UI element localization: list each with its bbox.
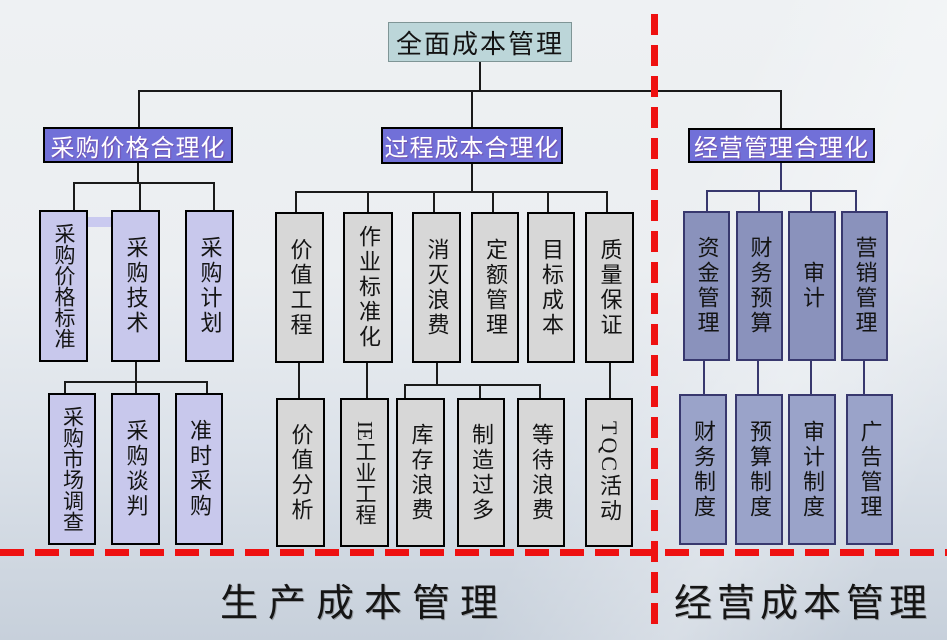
connector-line (780, 163, 782, 190)
connector-line (135, 362, 137, 381)
node-industrial-engineering: IE工业工程 (340, 398, 389, 547)
node-financial-budget: 财务预算 (736, 211, 783, 361)
node-overproduction-waste: 制造过多 (457, 398, 505, 547)
connector-line (367, 191, 369, 212)
highlight-strip (88, 217, 112, 227)
node-value-analysis: 价值分析 (276, 398, 325, 547)
connector-line (295, 191, 608, 193)
node-inventory-waste: 库存浪费 (396, 398, 445, 547)
connector-line (810, 190, 812, 211)
header-process-cost-rationalization: 过程成本合理化 (381, 127, 563, 164)
node-just-in-time-procurement: 准时采购 (175, 393, 223, 545)
connector-line (139, 182, 141, 210)
red-dashed-horizontal-divider (0, 549, 947, 556)
node-financial-system: 财务制度 (679, 394, 727, 545)
connector-line (706, 190, 708, 211)
connector-line (404, 384, 541, 386)
connector-line (213, 182, 215, 210)
node-budget-system: 预算制度 (735, 394, 783, 545)
connector-line (206, 381, 208, 393)
node-quota-management: 定额管理 (471, 212, 519, 363)
connector-line (471, 90, 473, 127)
node-marketing-management: 营销管理 (841, 211, 888, 361)
node-procurement-plan: 采购计划 (185, 210, 234, 362)
label-production-cost-management: 生产成本管理 (220, 583, 509, 625)
node-procurement-market-survey: 采购市场调查 (48, 393, 96, 545)
connector-line (810, 361, 812, 394)
connector-line (64, 381, 66, 393)
node-eliminate-waste: 消灭浪费 (412, 212, 461, 363)
node-quality-assurance: 质量保证 (585, 212, 634, 363)
connector-line (492, 191, 494, 212)
node-procurement-technique: 采购技术 (111, 210, 160, 362)
connector-line (757, 361, 759, 394)
connector-line (758, 190, 760, 211)
node-procurement-negotiation: 采购谈判 (111, 393, 160, 545)
connector-line (73, 182, 215, 184)
node-audit-system: 审计制度 (788, 394, 836, 545)
node-operation-standardization: 作业标准化 (343, 212, 393, 363)
node-tqc-activity: TQC活动 (585, 398, 633, 547)
connector-line (295, 191, 297, 212)
connector-line (855, 190, 857, 211)
connector-line (547, 191, 549, 212)
node-audit: 审计 (788, 211, 836, 361)
connector-line (433, 191, 435, 212)
connector-line (606, 191, 608, 212)
connector-line (780, 90, 782, 128)
header-operation-management-rationalization: 经营管理合理化 (688, 128, 875, 163)
connector-line (135, 381, 137, 393)
connector-line (436, 363, 438, 384)
connector-line (863, 361, 865, 394)
node-procurement-price-standard: 采购价格标准 (39, 210, 88, 362)
header-procurement-price-rationalization: 采购价格合理化 (43, 127, 233, 163)
node-value-engineering: 价值工程 (275, 212, 324, 363)
connector-line (479, 62, 481, 90)
connector-line (138, 90, 782, 92)
connector-line (703, 361, 705, 394)
connector-line (609, 363, 611, 398)
connector-line (366, 363, 368, 398)
connector-line (73, 182, 75, 210)
connector-line (404, 384, 406, 398)
node-fund-management: 资金管理 (683, 211, 730, 361)
node-target-cost: 目标成本 (527, 212, 575, 363)
node-total-cost-management: 全面成本管理 (388, 22, 572, 62)
label-operating-cost-management: 经营成本管理 (674, 583, 933, 625)
connector-line (138, 90, 140, 127)
connector-line (479, 384, 481, 398)
red-dashed-vertical-divider (651, 14, 658, 632)
node-advertising-management: 广告管理 (846, 394, 893, 545)
connector-line (471, 164, 473, 191)
connector-line (539, 384, 541, 398)
node-waiting-waste: 等待浪费 (517, 398, 565, 547)
connector-line (298, 363, 300, 398)
connector-line (137, 163, 139, 182)
connector-line (706, 190, 857, 192)
